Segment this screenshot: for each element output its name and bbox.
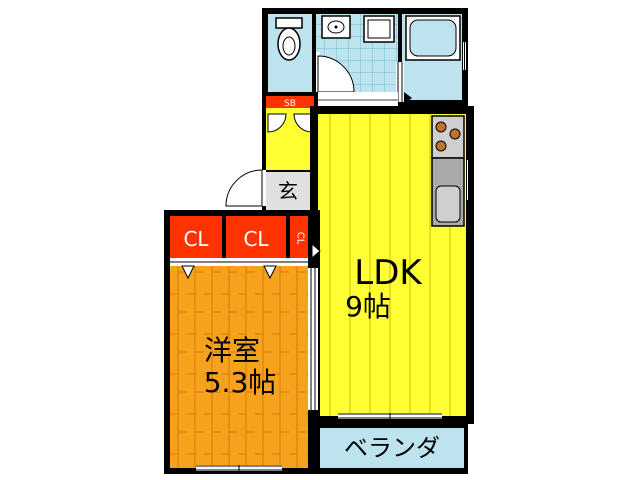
washroom-door-swing	[316, 52, 355, 93]
closet-1	[170, 216, 222, 258]
kitchen-counter	[431, 157, 465, 227]
kitchen-window	[465, 160, 468, 200]
bath-window	[463, 42, 466, 70]
western-room-block	[164, 210, 320, 474]
entrance-label: 玄	[278, 179, 298, 203]
western-window	[196, 465, 282, 471]
ldk-room	[310, 106, 474, 424]
closet-2-label: CL	[243, 227, 269, 251]
western-room-size-label: 5.3帖	[204, 366, 277, 399]
hallway-door-swing	[267, 113, 313, 133]
closet-small	[290, 216, 308, 258]
wash-basin-icon	[321, 15, 351, 39]
ldk-balcony-window	[338, 413, 442, 419]
stove-icon	[431, 115, 465, 159]
balcony-label: ベランダ	[344, 434, 440, 462]
washing-machine-pan-icon	[363, 15, 395, 43]
shoe-rack-label: SB	[284, 99, 296, 109]
closet-small-door-icon	[311, 242, 321, 260]
western-room-label: 洋室	[204, 334, 260, 367]
ldk-label: LDK	[354, 253, 423, 293]
closet-small-label: CL	[295, 232, 306, 245]
washroom-doorway	[318, 92, 398, 106]
front-door-swing	[225, 169, 266, 207]
closet-2	[226, 216, 286, 258]
western-sliding-door	[308, 268, 318, 410]
balcony	[316, 424, 468, 474]
ldk-size-label: 9帖	[345, 290, 391, 323]
bathtub-icon	[405, 15, 461, 61]
closet-1-label: CL	[183, 227, 209, 251]
toilet-icon	[275, 17, 303, 61]
closet-doors	[170, 258, 308, 280]
